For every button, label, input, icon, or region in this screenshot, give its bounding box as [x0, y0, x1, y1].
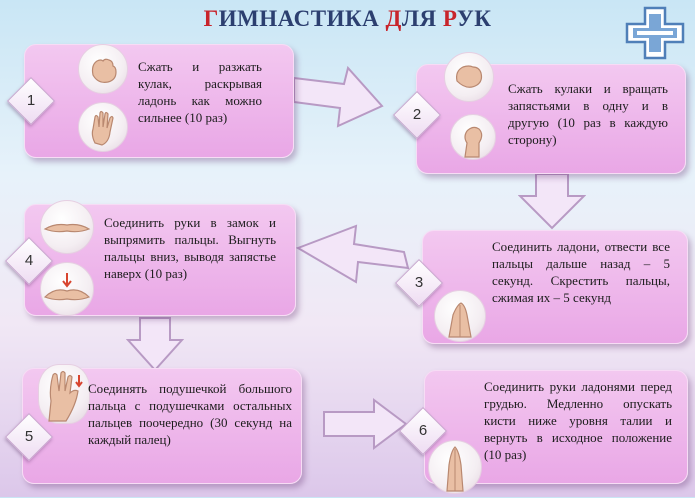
arrow-down-4-5 — [126, 317, 184, 372]
arrow-down-2-3 — [518, 173, 586, 230]
arrow-left-3-4 — [296, 224, 410, 284]
step-number: 5 — [24, 428, 34, 445]
title-segment: ЛЯ — [401, 6, 443, 31]
finger-touch-icon — [38, 364, 90, 424]
step-text: Соединять подушечкой большого пальца с п… — [88, 381, 292, 447]
arrow-right-5-6 — [323, 398, 408, 450]
raised-fist-icon — [450, 114, 496, 160]
step-number: 1 — [26, 92, 36, 109]
fist-icon — [444, 52, 494, 102]
title-letter-d: Д — [385, 6, 402, 31]
title-segment: ИМНАСТИКА — [218, 6, 386, 31]
step-text: Сжать кулаки и вращать запястьями в одну… — [508, 81, 668, 147]
fist-icon — [78, 44, 128, 94]
title-letter-g: Г — [203, 6, 219, 31]
step-text: Сжать и разжать кулак, раскрывая ладонь … — [138, 59, 262, 125]
step-text: Соединить ладони, отвести все пальцы дал… — [492, 239, 670, 305]
open-hand-icon — [78, 102, 128, 152]
page-title: ГИМНАСТИКА ДЛЯ РУК — [0, 6, 695, 32]
medical-cross-logo — [625, 6, 685, 60]
prayer-hands-icon — [428, 440, 482, 494]
step-text: Соединить руки ладонями перед грудью. Ме… — [484, 379, 672, 462]
arrow-right-1-2 — [293, 65, 384, 128]
interlocked-hands-icon — [40, 200, 94, 254]
title-letter-r: Р — [442, 6, 457, 31]
step-text: Соединить руки в замок и выпрямить пальц… — [104, 215, 276, 281]
step-card-1 — [24, 44, 294, 158]
joined-palms-icon — [434, 290, 486, 342]
step-number: 3 — [414, 274, 424, 291]
step-number: 2 — [412, 106, 422, 123]
title-segment: УК — [456, 6, 492, 31]
wrist-up-icon — [40, 262, 94, 316]
